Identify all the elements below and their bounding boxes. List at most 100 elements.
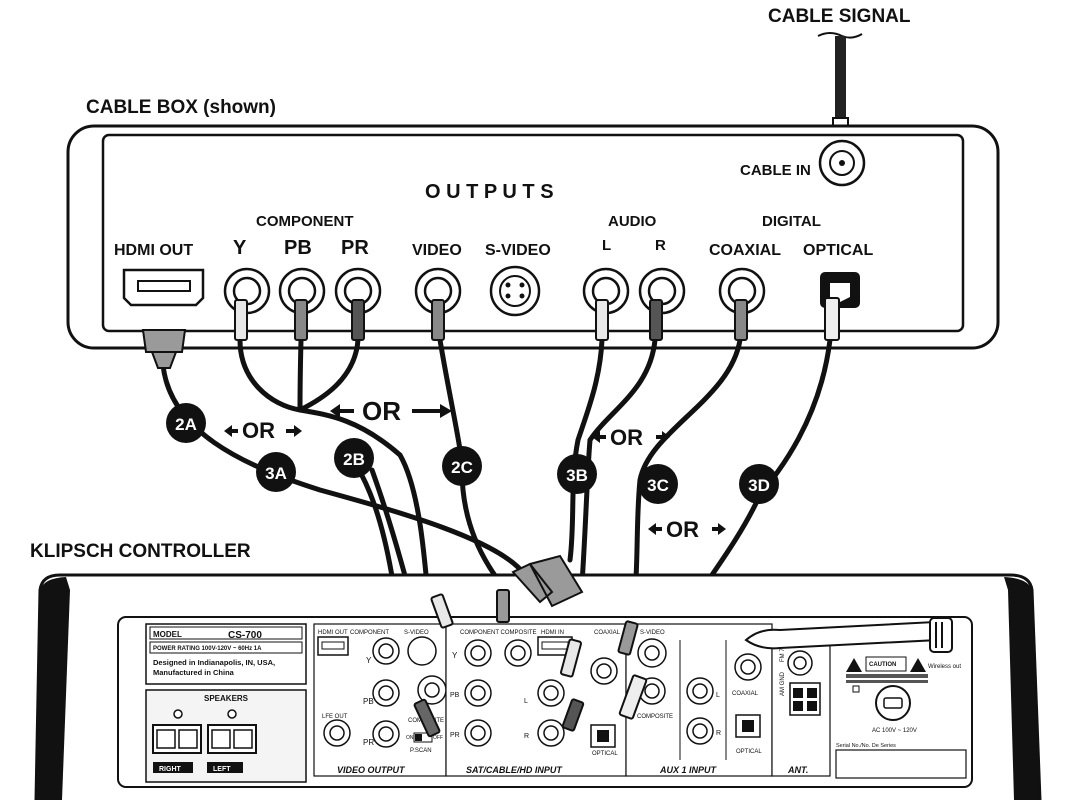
badge-3c: 3C bbox=[638, 464, 678, 504]
svg-text:OR: OR bbox=[666, 517, 699, 542]
or-label-4: OR bbox=[648, 517, 726, 542]
speakers-panel: SPEAKERS RIGHT LEFT bbox=[145, 689, 307, 783]
svg-text:RIGHT: RIGHT bbox=[159, 766, 182, 773]
svg-text:FM 75Ω: FM 75Ω bbox=[780, 640, 786, 662]
svg-text:COAXIAL: COAXIAL bbox=[594, 630, 621, 636]
svg-text:S-VIDEO: S-VIDEO bbox=[404, 630, 429, 636]
badge-3a: 3A bbox=[256, 452, 296, 492]
pr-label: PR bbox=[341, 237, 369, 259]
svg-text:3A: 3A bbox=[265, 464, 287, 483]
svg-text:ON: ON bbox=[406, 735, 414, 741]
or-label-1: OR bbox=[224, 418, 302, 443]
pb-label: PB bbox=[284, 237, 312, 259]
controller-title: KLIPSCH CONTROLLER bbox=[30, 541, 251, 562]
model-plate: MODEL CS-700 POWER RATING 100V-120V ~ 60… bbox=[145, 623, 307, 685]
or-label-2: OR bbox=[330, 396, 452, 426]
svg-text:CS-700: CS-700 bbox=[228, 630, 262, 641]
hdmi-out-port bbox=[122, 268, 205, 307]
y-label: Y bbox=[233, 237, 247, 259]
svg-text:Designed in Indianapolis, IN,: Designed in Indianapolis, IN, USA, bbox=[153, 658, 275, 667]
svg-text:OPTICAL: OPTICAL bbox=[592, 751, 618, 757]
svg-text:LFE OUT: LFE OUT bbox=[322, 714, 348, 720]
svg-text:3D: 3D bbox=[748, 476, 770, 495]
video-output-section: HDMI OUT COMPONENT S-VIDEO Y PB PR LFE O… bbox=[313, 623, 447, 777]
svg-text:2C: 2C bbox=[451, 458, 473, 477]
optical-label: OPTICAL bbox=[803, 242, 873, 259]
hdmi-plug-controller bbox=[511, 554, 584, 608]
cable-in-label: CABLE IN bbox=[740, 162, 811, 179]
video-label: VIDEO bbox=[412, 242, 462, 259]
s-video-label: S-VIDEO bbox=[485, 242, 551, 259]
svg-text:Y: Y bbox=[366, 656, 372, 665]
svg-text:COMPOSITE: COMPOSITE bbox=[637, 714, 673, 720]
coaxial-jack bbox=[718, 267, 766, 315]
badge-3d: 3D bbox=[739, 464, 779, 504]
svg-text:HDMI OUT: HDMI OUT bbox=[318, 630, 348, 636]
svg-text:OR: OR bbox=[362, 396, 401, 426]
svg-text:AC 100V ~ 120V: AC 100V ~ 120V bbox=[872, 728, 917, 734]
svg-text:L: L bbox=[524, 698, 528, 705]
svg-text:POWER RATING 100V-120V ~ 60: POWER RATING 100V-120V ~ 60Hz 1A bbox=[153, 646, 262, 652]
svg-text:2A: 2A bbox=[175, 415, 197, 434]
svg-text:OFF: OFF bbox=[433, 735, 443, 741]
svg-text:COAXIAL: COAXIAL bbox=[732, 691, 759, 697]
s-video-jack bbox=[489, 265, 541, 317]
antenna-section: ANT. AM GND FM 75Ω bbox=[771, 640, 831, 777]
svg-text:Manufactured in China: Manufactured in China bbox=[153, 668, 235, 677]
svg-text:AUX 1 INPUT: AUX 1 INPUT bbox=[659, 765, 718, 775]
svg-text:PB: PB bbox=[363, 697, 374, 706]
svg-text:P.SCAN: P.SCAN bbox=[410, 748, 432, 754]
r-label: R bbox=[655, 237, 666, 254]
svg-text:S-VIDEO: S-VIDEO bbox=[640, 630, 665, 636]
svg-text:PR: PR bbox=[450, 732, 460, 739]
badge-2b: 2B bbox=[334, 438, 374, 478]
svg-text:3C: 3C bbox=[647, 476, 669, 495]
svg-text:R: R bbox=[524, 733, 529, 740]
svg-text:VIDEO OUTPUT: VIDEO OUTPUT bbox=[337, 765, 406, 775]
svg-text:AM GND: AM GND bbox=[780, 671, 786, 696]
caution-label: CAUTION AC 100V ~ 120V Serial No./No. De… bbox=[835, 656, 967, 779]
video-jack bbox=[414, 267, 462, 315]
wireless-antenna: Wireless out bbox=[744, 617, 961, 670]
svg-text:OPTICAL: OPTICAL bbox=[736, 749, 762, 755]
svg-text:MODEL: MODEL bbox=[153, 630, 182, 639]
cable-in-jack bbox=[818, 139, 866, 187]
badge-2c: 2C bbox=[442, 446, 482, 486]
hdmi-out-label: HDMI OUT bbox=[114, 242, 193, 259]
badge-3b: 3B bbox=[557, 454, 597, 494]
pr-jack bbox=[334, 267, 382, 315]
svg-text:Serial No./No. De Series: Serial No./No. De Series bbox=[836, 743, 896, 749]
cable-box-title: CABLE BOX (shown) bbox=[86, 97, 276, 118]
svg-text:3B: 3B bbox=[566, 466, 588, 485]
sat-cable-input-section: COMPONENT COMPOSITE HDMI IN COAXIAL Y PB… bbox=[445, 623, 627, 777]
cable-signal-title: CABLE SIGNAL bbox=[768, 6, 911, 27]
or-label-3: OR bbox=[592, 425, 670, 450]
svg-text:SAT/CABLE/HD INPUT: SAT/CABLE/HD INPUT bbox=[466, 765, 563, 775]
svg-text:SPEAKERS: SPEAKERS bbox=[204, 694, 249, 703]
svg-text:PR: PR bbox=[363, 738, 374, 747]
cable-signal-wire bbox=[835, 36, 846, 130]
svg-text:ANT.: ANT. bbox=[787, 765, 808, 775]
svg-text:2B: 2B bbox=[343, 450, 365, 469]
outputs-label: O U T P U T S bbox=[425, 181, 554, 203]
svg-text:CAUTION: CAUTION bbox=[869, 662, 896, 668]
svg-text:LEFT: LEFT bbox=[213, 766, 231, 773]
audio-cable-l bbox=[567, 337, 605, 563]
svg-text:PB: PB bbox=[450, 692, 460, 699]
svg-text:Wireless out: Wireless out bbox=[928, 664, 961, 670]
svg-text:HDMI IN: HDMI IN bbox=[541, 630, 564, 636]
svg-text:OR: OR bbox=[242, 418, 275, 443]
svg-text:L: L bbox=[716, 692, 720, 699]
digital-label: DIGITAL bbox=[762, 213, 821, 230]
component-label: COMPONENT bbox=[256, 213, 354, 230]
svg-text:Y: Y bbox=[452, 651, 458, 660]
svg-text:R: R bbox=[716, 730, 721, 737]
pb-jack bbox=[278, 267, 326, 315]
l-label: L bbox=[602, 237, 611, 254]
svg-text:OR: OR bbox=[610, 425, 643, 450]
coaxial-label: COAXIAL bbox=[709, 242, 781, 259]
hdmi-plug-box bbox=[141, 329, 187, 369]
badge-2a: 2A bbox=[166, 403, 206, 443]
svg-text:COMPONENT: COMPONENT bbox=[350, 630, 389, 636]
